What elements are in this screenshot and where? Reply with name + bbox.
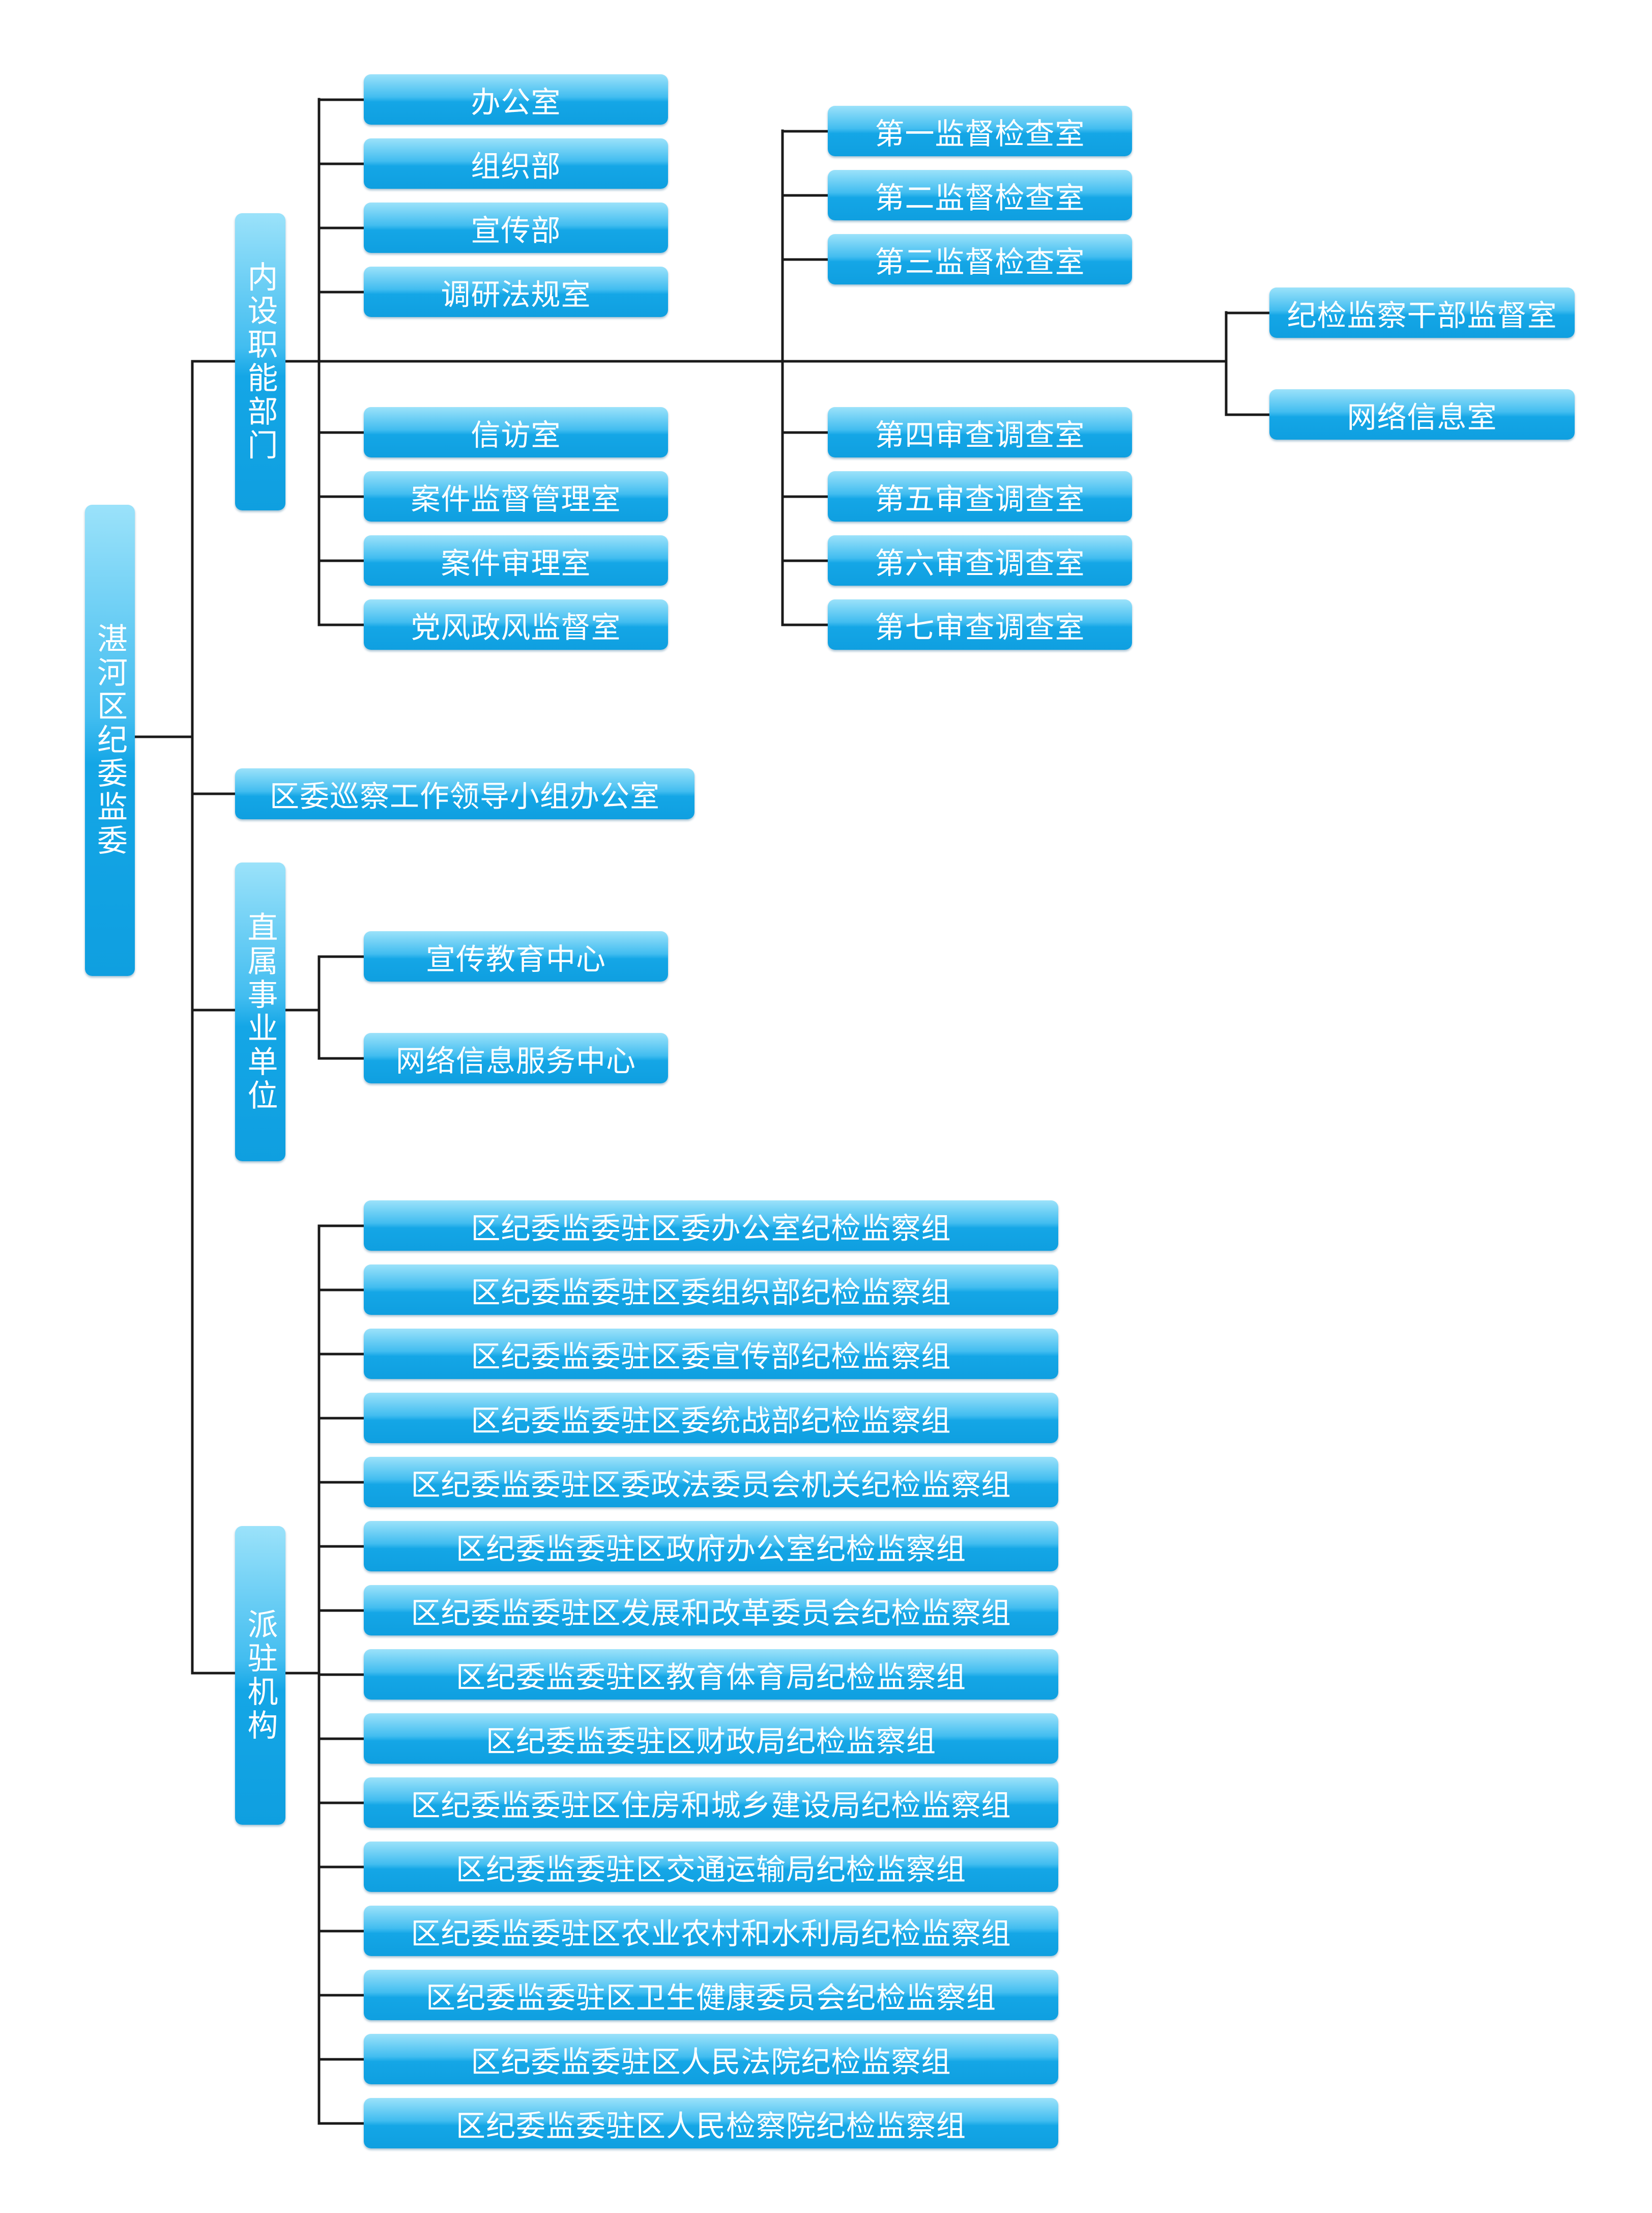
institution-item: 宣传教育中心 <box>364 931 668 982</box>
stationed-item: 区纪委监委驻区委宣传部纪检监察组 <box>364 1329 1058 1379</box>
root-node: 湛河区纪委监委 <box>85 505 135 976</box>
internal-col1-item: 党风政风监督室 <box>364 599 668 650</box>
internal-col2-item: 第四审查调查室 <box>828 407 1132 457</box>
internal-col2-item: 第六审查调查室 <box>828 535 1132 586</box>
internal-col1-item: 组织部 <box>364 138 668 189</box>
stationed-item: 区纪委监委驻区委组织部纪检监察组 <box>364 1264 1058 1315</box>
internal-dept-node: 内设职能部门 <box>235 213 285 510</box>
internal-col2-item: 第五审查调查室 <box>828 471 1132 522</box>
stationed-item: 区纪委监委驻区教育体育局纪检监察组 <box>364 1649 1058 1700</box>
internal-col2-item: 第二监督检查室 <box>828 170 1132 220</box>
stationed-item: 区纪委监委驻区人民检察院纪检监察组 <box>364 2098 1058 2148</box>
stationed-item: 区纪委监委驻区交通运输局纪检监察组 <box>364 1842 1058 1892</box>
stationed-item: 区纪委监委驻区人民法院纪检监察组 <box>364 2034 1058 2084</box>
stationed-item: 区纪委监委驻区住房和城乡建设局纪检监察组 <box>364 1777 1058 1828</box>
stationed-item: 区纪委监委驻区发展和改革委员会纪检监察组 <box>364 1585 1058 1635</box>
stationed-item: 区纪委监委驻区卫生健康委员会纪检监察组 <box>364 1970 1058 2020</box>
stationed-item: 区纪委监委驻区农业农村和水利局纪检监察组 <box>364 1906 1058 1956</box>
internal-col1-item: 宣传部 <box>364 203 668 253</box>
internal-col1-item: 案件监督管理室 <box>364 471 668 522</box>
internal-col1-item: 办公室 <box>364 74 668 125</box>
stationed-item: 区纪委监委驻区委办公室纪检监察组 <box>364 1200 1058 1251</box>
stationed-item: 区纪委监委驻区委统战部纪检监察组 <box>364 1393 1058 1443</box>
stationed-item: 区纪委监委驻区委政法委员会机关纪检监察组 <box>364 1457 1058 1507</box>
internal-col1-item: 案件审理室 <box>364 535 668 586</box>
internal-col2-item: 第一监督检查室 <box>828 106 1132 156</box>
institution-item: 网络信息服务中心 <box>364 1033 668 1083</box>
stationed-item: 区纪委监委驻区政府办公室纪检监察组 <box>364 1521 1058 1571</box>
internal-col2-item: 第七审查调查室 <box>828 599 1132 650</box>
internal-col1-item: 信访室 <box>364 407 668 457</box>
internal-col1-item: 调研法规室 <box>364 267 668 317</box>
stationed-node: 派驻机构 <box>235 1526 285 1825</box>
internal-col2-item: 第三监督检查室 <box>828 234 1132 284</box>
institutions-node: 直属事业单位 <box>235 863 285 1161</box>
stationed-item: 区纪委监委驻区财政局纪检监察组 <box>364 1713 1058 1764</box>
internal-col3-item: 纪检监察干部监督室 <box>1269 288 1575 338</box>
inspection-office-node: 区委巡察工作领导小组办公室 <box>235 768 694 819</box>
internal-col3-item: 网络信息室 <box>1269 389 1575 440</box>
